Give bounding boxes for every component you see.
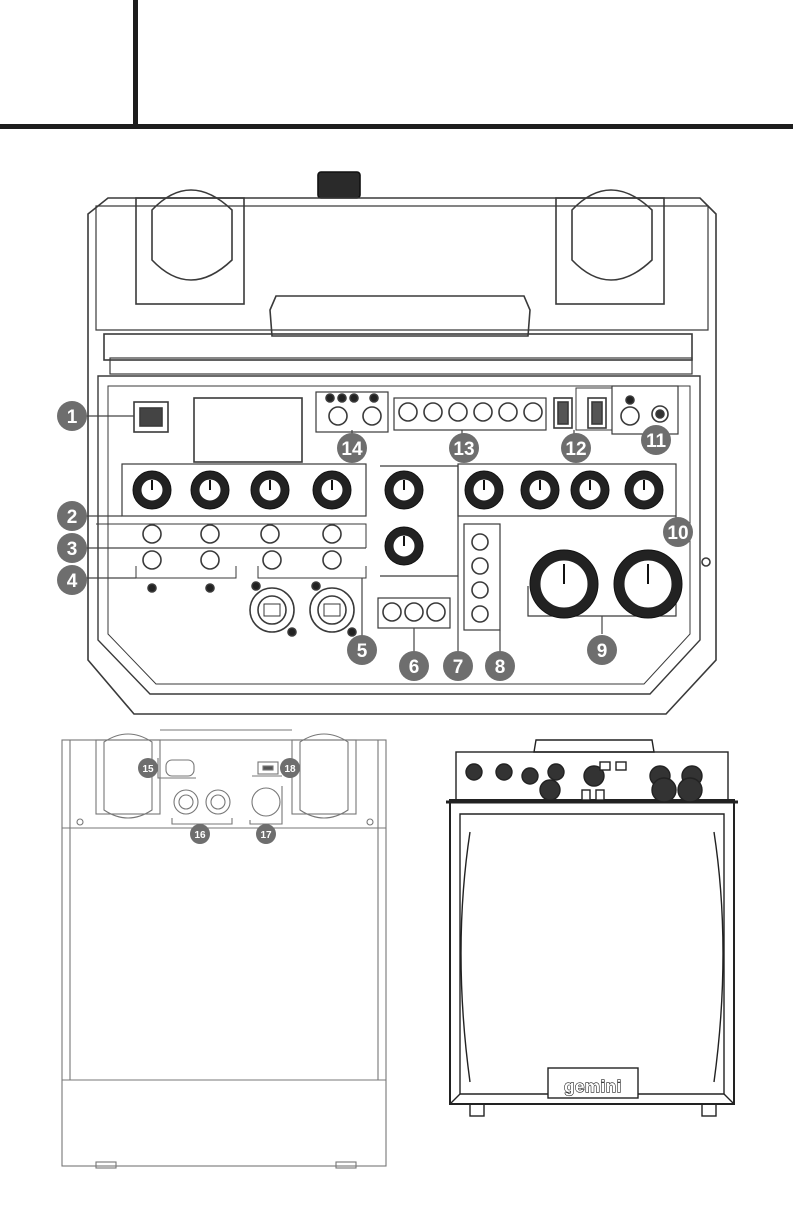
callout-8: 8	[485, 651, 515, 681]
svg-text:12: 12	[565, 439, 586, 460]
svg-text:2: 2	[67, 507, 78, 528]
svg-text:9: 9	[597, 641, 608, 662]
callout-15: 15	[138, 758, 158, 778]
front-view-diagram	[446, 740, 738, 1116]
callout-18: 18	[280, 758, 300, 778]
callout-17: 17	[256, 824, 276, 844]
callout-2: 2	[57, 501, 87, 531]
callout-badges: 1 2 3 4 5 6 7 8 9 10 11 12 13 14	[57, 401, 693, 681]
callout-11: 11	[641, 425, 671, 455]
svg-text:16: 16	[194, 830, 206, 841]
callout-14: 14	[337, 433, 367, 463]
svg-text:15: 15	[142, 764, 154, 775]
rear-view-diagram	[62, 730, 386, 1168]
svg-text:5: 5	[357, 641, 368, 662]
combo-jack-1	[250, 588, 294, 632]
svg-text:1: 1	[67, 407, 78, 428]
svg-text:6: 6	[409, 657, 420, 678]
callout-16: 16	[190, 824, 210, 844]
callout-12: 12	[561, 433, 591, 463]
callout-9: 9	[587, 635, 617, 665]
svg-text:18: 18	[284, 764, 296, 775]
knobs	[133, 471, 682, 618]
lcd-display	[194, 398, 302, 462]
callout-5: 5	[347, 635, 377, 665]
svg-text:17: 17	[260, 830, 272, 841]
callout-13: 13	[449, 433, 479, 463]
callout-6: 6	[399, 651, 429, 681]
brand-logo: gemini	[564, 1077, 622, 1096]
top-panel-outline	[88, 198, 716, 714]
rear-callout-badges: 15 16 17 18	[138, 758, 300, 844]
svg-text:8: 8	[495, 657, 506, 678]
callout-3: 3	[57, 533, 87, 563]
callout-7: 7	[443, 651, 473, 681]
svg-text:10: 10	[667, 523, 688, 544]
svg-text:4: 4	[67, 571, 78, 592]
svg-text:13: 13	[453, 439, 474, 460]
combo-jack-2	[310, 588, 354, 632]
svg-text:3: 3	[67, 539, 78, 560]
svg-text:14: 14	[341, 439, 363, 460]
top-handle-knob	[318, 172, 360, 198]
svg-text:11: 11	[646, 431, 667, 452]
svg-text:7: 7	[453, 657, 464, 678]
callout-10: 10	[663, 517, 693, 547]
callout-1: 1	[57, 401, 87, 431]
callout-4: 4	[57, 565, 87, 595]
